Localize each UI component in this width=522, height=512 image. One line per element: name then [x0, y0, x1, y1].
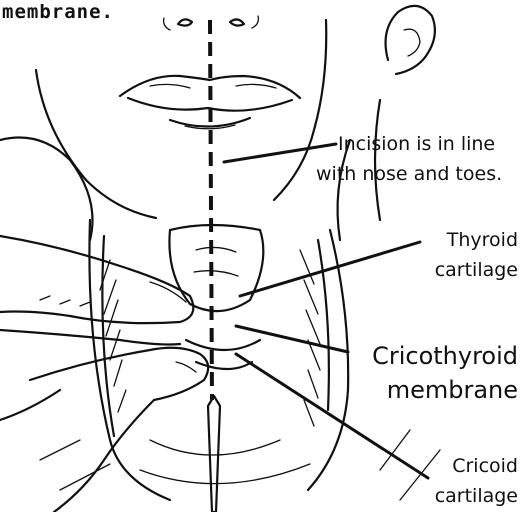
thyroid-label-line1: Thyroid [446, 229, 518, 251]
cricoid-label-line2: cartilage [435, 485, 518, 507]
cricoid-label-line1: Cricoid [452, 455, 518, 477]
thyroid-label: Thyroid cartilage [435, 229, 518, 281]
cricothyroid-label: Cricothyroid membrane [372, 342, 518, 404]
incision-leader [224, 144, 336, 162]
cricothyroid-label-line2: membrane [387, 376, 518, 404]
thyroid-label-line2: cartilage [435, 259, 518, 281]
thyroid-leader [240, 242, 420, 296]
cricothyroid-label-line1: Cricothyroid [372, 342, 518, 370]
cricoid-label: Cricoid cartilage [435, 455, 518, 507]
face-drawing [36, 6, 435, 240]
incision-label-line2: with nose and toes. [316, 163, 502, 185]
caption-fragment: membrane. [2, 1, 114, 23]
incision-line [210, 20, 212, 400]
incision-label-line1: Incision is in line [338, 133, 495, 155]
cricothyroid-leader [236, 326, 348, 352]
cricoid-leader [236, 354, 428, 478]
